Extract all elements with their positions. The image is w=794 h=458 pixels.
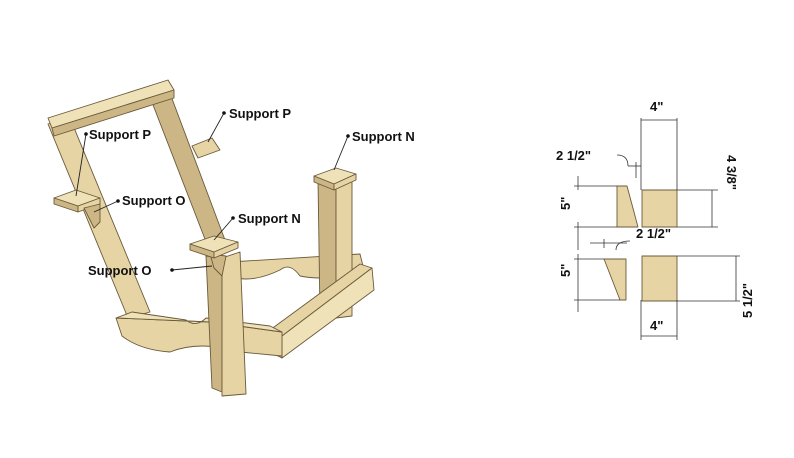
label-support-o-left: Support O (122, 193, 186, 208)
label-support-p-top: Support P (229, 106, 291, 121)
top-wedge-block (616, 185, 639, 228)
label-support-n-right: Support N (352, 129, 415, 144)
dim-bottom-width: 4" (650, 318, 663, 333)
label-support-n-front: Support N (238, 211, 301, 226)
dim-top-left-height: 5" (558, 197, 573, 210)
bottom-wedge-block (603, 258, 627, 301)
support-n-right-cap-front (333, 173, 357, 191)
front-side-rail-top (115, 311, 283, 333)
label-support-p-left: Support P (89, 127, 151, 142)
callout-leaders (75, 111, 350, 272)
support-n-front-cap-front (213, 241, 239, 259)
dim-bottom-left-height: 5" (558, 264, 573, 277)
dim-bottom-right-height: 5 1/2" (740, 283, 755, 318)
cut-diagram: 4" 2 1/2" 5" 4 3/8" 2 1/2" 5" 4" (556, 99, 755, 340)
support-p-top-block (191, 137, 221, 159)
front-left-post (221, 251, 247, 397)
top-square-block (641, 189, 678, 228)
dim-top-right-height: 4 3/8" (724, 155, 739, 190)
dim-top-cut: 2 1/2" (556, 148, 591, 163)
front-side-rail (115, 317, 283, 357)
chair-illustration: Support P Support P Support O Support N … (47, 79, 415, 397)
dim-bottom-cut: 2 1/2" (636, 226, 671, 241)
dim-top-width: 4" (650, 99, 663, 114)
support-o-left-block (83, 203, 101, 229)
bottom-square-block (641, 255, 678, 302)
label-support-o-bottom: Support O (88, 263, 152, 278)
back-top-rail-front (51, 89, 175, 137)
back-leg-right (147, 87, 229, 253)
